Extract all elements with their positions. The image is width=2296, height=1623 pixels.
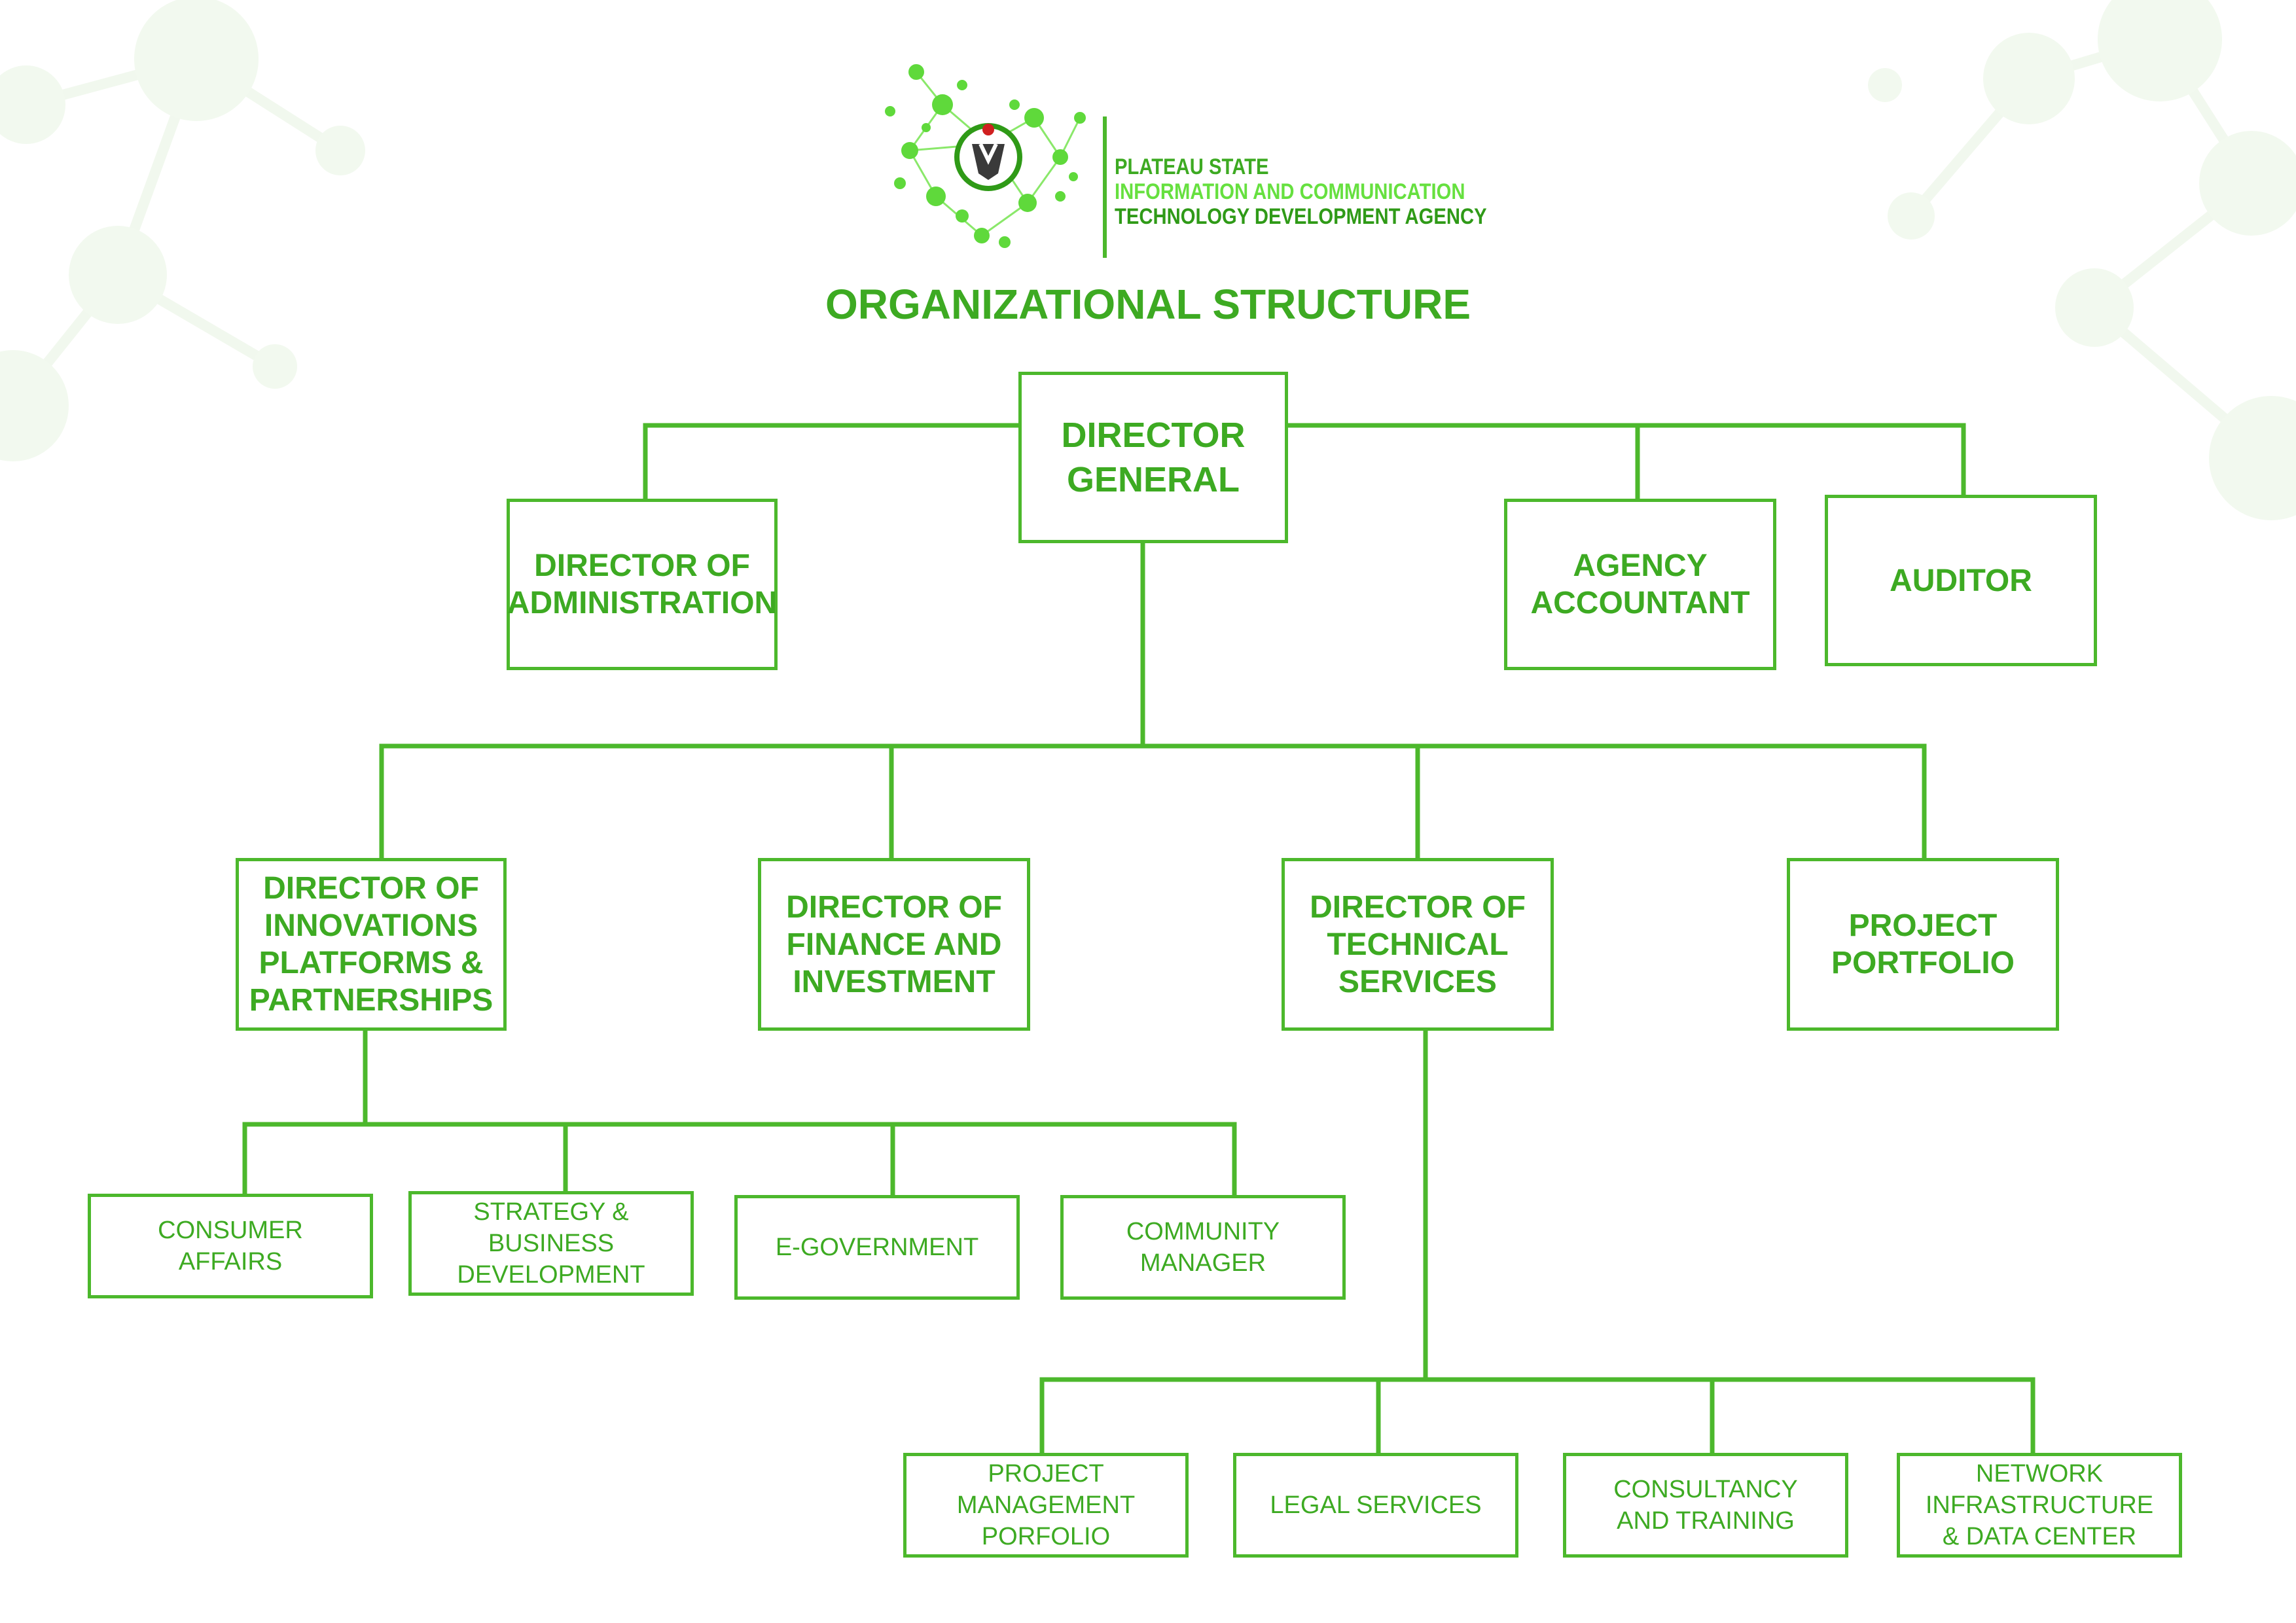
strategy-business-label: STRATEGY & BUSINESS DEVELOPMENT (457, 1198, 645, 1289)
network-infrastructure-box: NETWORK INFRASTRUCTURE & DATA CENTER (1897, 1453, 2182, 1558)
project-management-label: PROJECT MANAGEMENT PORFOLIO (956, 1460, 1136, 1550)
agency-name-line-3: TECHNOLOGY DEVELOPMENT AGENCY (1115, 204, 1487, 229)
director-administration-label: DIRECTOR OF ADMINISTRATION (507, 548, 778, 620)
e-government-label: E-GOVERNMENT (775, 1234, 979, 1261)
director-technical-label: DIRECTOR OF TECHNICAL SERVICES (1310, 889, 1526, 999)
agency-logo-mark (885, 64, 1086, 248)
e-government-box: E-GOVERNMENT (734, 1195, 1020, 1300)
consumer-affairs-box: CONSUMER AFFAIRS (88, 1194, 373, 1298)
community-manager-box: COMMUNITY MANAGER (1060, 1195, 1346, 1300)
agency-accountant-label: AGENCY ACCOUNTANT (1530, 548, 1750, 620)
consultancy-training-box: CONSULTANCY AND TRAINING (1563, 1453, 1848, 1558)
director-finance-box: DIRECTOR OF FINANCE AND INVESTMENT (758, 858, 1030, 1031)
consultancy-training-label: CONSULTANCY AND TRAINING (1613, 1476, 1798, 1535)
director-technical-box: DIRECTOR OF TECHNICAL SERVICES (1282, 858, 1554, 1031)
auditor-label: AUDITOR (1890, 563, 2032, 598)
project-management-box: PROJECT MANAGEMENT PORFOLIO (903, 1453, 1189, 1558)
director-finance-label: DIRECTOR OF FINANCE AND INVESTMENT (786, 889, 1002, 999)
project-portfolio-label: PROJECT PORTFOLIO (1831, 908, 2015, 980)
network-infrastructure-label: NETWORK INFRASTRUCTURE & DATA CENTER (1925, 1460, 2154, 1550)
director-innovations-label: DIRECTOR OF INNOVATIONS PLATFORMS & PART… (249, 871, 493, 1018)
project-portfolio-box: PROJECT PORTFOLIO (1787, 858, 2059, 1031)
community-manager-label: COMMUNITY MANAGER (1126, 1218, 1280, 1277)
consumer-affairs-label: CONSUMER AFFAIRS (158, 1217, 303, 1275)
agency-name-line-2: INFORMATION AND COMMUNICATION (1115, 179, 1465, 204)
legal-services-box: LEGAL SERVICES (1233, 1453, 1518, 1558)
director-general-label: DIRECTOR GENERAL (1061, 416, 1246, 499)
agency-name-line-1: PLATEAU STATE (1115, 154, 1269, 179)
logo-divider (1103, 116, 1107, 258)
auditor-box: AUDITOR (1825, 495, 2097, 666)
agency-name: PLATEAU STATE INFORMATION AND COMMUNICAT… (1115, 154, 1547, 229)
legal-services-label: LEGAL SERVICES (1270, 1491, 1482, 1519)
strategy-business-box: STRATEGY & BUSINESS DEVELOPMENT (408, 1191, 694, 1296)
page-title: ORGANIZATIONAL STRUCTURE (825, 281, 1471, 328)
director-administration-box: DIRECTOR OF ADMINISTRATION (507, 499, 778, 670)
director-general-box: DIRECTOR GENERAL (1018, 372, 1288, 543)
agency-accountant-box: AGENCY ACCOUNTANT (1504, 499, 1776, 670)
director-innovations-box: DIRECTOR OF INNOVATIONS PLATFORMS & PART… (236, 858, 507, 1031)
